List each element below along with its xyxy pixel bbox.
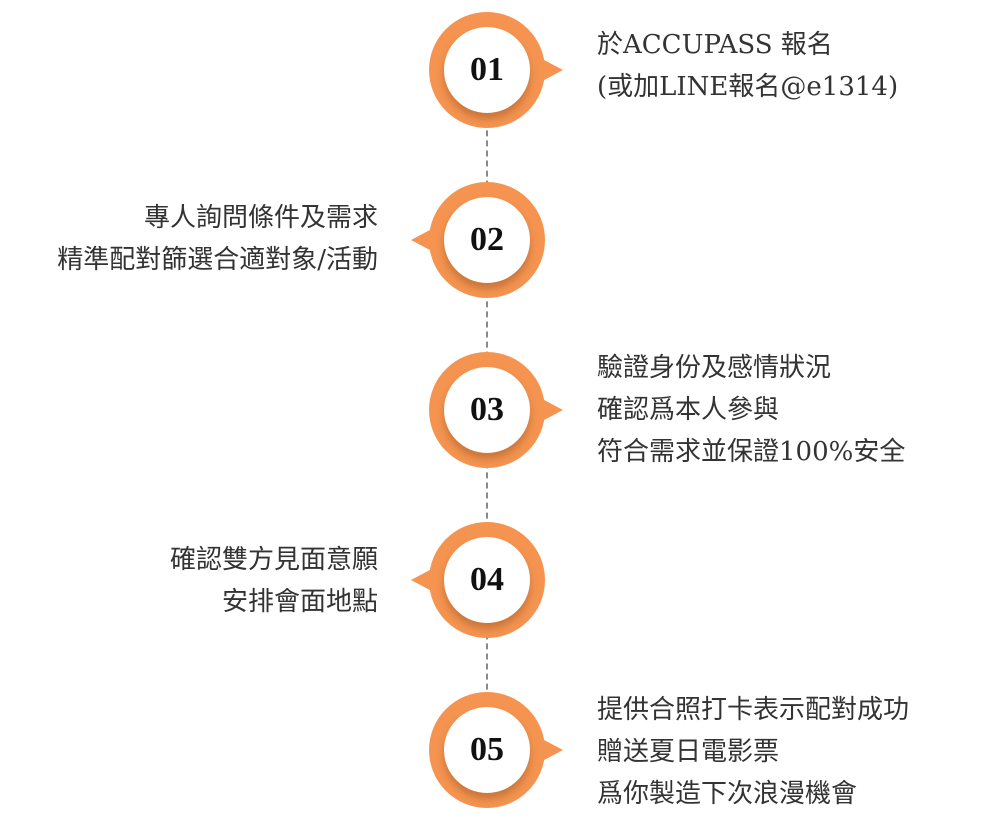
step-04-text: 確認雙方見面意願 安排會面地點 [170,539,378,623]
step-text-line: 贈送夏日電影票 [597,737,780,767]
step-text-line: 符合需求並保證100%安全 [597,437,906,467]
step-text-line: 於ACCUPASS 報名 [597,30,833,60]
step-04-badge: 04 [411,522,545,638]
step-text-line: 提供合照打卡表示配對成功 [597,695,910,725]
step-05-text: 提供合照打卡表示配對成功 贈送夏日電影票 爲你製造下次浪漫機會 [597,689,909,815]
step-02-badge: 02 [411,182,545,298]
step-text-line: 確認雙方見面意願 [169,545,378,575]
step-number: 04 [444,537,530,623]
step-text-line: 驗證身份及感情狀況 [597,353,832,383]
step-number: 03 [444,367,530,453]
step-03-text: 驗證身份及感情狀況 確認爲本人參與 符合需求並保證100%安全 [597,347,905,473]
step-text-line: (或加LINE報名@e1314) [597,72,899,102]
step-text-line: 專人詢問條件及需求 [143,203,378,233]
step-text-line: 爲你製造下次浪漫機會 [597,779,858,809]
step-number: 02 [444,197,530,283]
step-text-line: 精準配對篩選合適對象/活動 [57,245,378,275]
step-03-badge: 03 [429,352,563,468]
step-text-line: 安排會面地點 [221,587,378,617]
step-number: 05 [444,707,530,793]
step-number: 01 [444,27,530,113]
step-01-badge: 01 [429,12,563,128]
step-02-text: 專人詢問條件及需求 精準配對篩選合適對象/活動 [57,197,378,281]
step-text-line: 確認爲本人參與 [597,395,780,425]
step-05-badge: 05 [429,692,563,808]
step-01-text: 於ACCUPASS 報名 (或加LINE報名@e1314) [597,24,898,108]
